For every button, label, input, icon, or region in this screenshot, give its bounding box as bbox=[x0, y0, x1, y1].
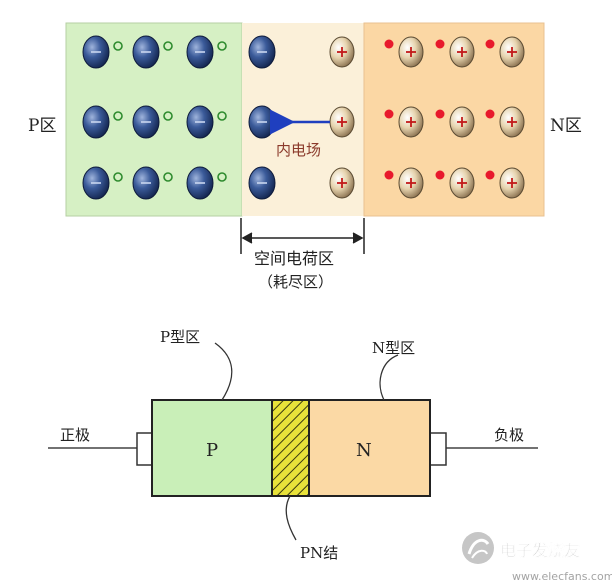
electron bbox=[384, 170, 394, 180]
top-diagram: 内电场 P区 N区 空间电荷区 （耗尽区） bbox=[28, 22, 582, 291]
electron bbox=[435, 170, 445, 180]
charge-particles bbox=[82, 35, 525, 200]
cathode-label: 负极 bbox=[494, 426, 524, 444]
pn-junction-label: PN结 bbox=[300, 544, 338, 562]
cathode-terminal-cap bbox=[429, 432, 447, 466]
hole bbox=[217, 172, 227, 182]
pn-junction-callout-line bbox=[285, 495, 297, 541]
electron bbox=[384, 39, 394, 49]
depletion-region-sublabel: （耗尽区） bbox=[258, 273, 333, 291]
hole bbox=[217, 111, 227, 121]
hole bbox=[217, 41, 227, 51]
p-region-label: P区 bbox=[28, 116, 56, 136]
electron bbox=[384, 109, 394, 119]
hole bbox=[113, 172, 123, 182]
p-type-callout-line bbox=[214, 342, 233, 401]
p-letter: P bbox=[206, 440, 218, 461]
hole bbox=[163, 41, 173, 51]
n-type-region-label: N型区 bbox=[372, 339, 415, 357]
anode-terminal-cap bbox=[136, 432, 154, 466]
watermark-text: 电子发烧友 bbox=[500, 541, 581, 560]
depletion-width-bracket bbox=[240, 218, 365, 254]
watermark: 电子发烧友 www.elecfans.com bbox=[462, 532, 612, 583]
hole bbox=[163, 111, 173, 121]
bottom-diagram: P N P型区 N型区 正极 负极 PN结 bbox=[48, 328, 538, 562]
space-charge-region-label: 空间电荷区 bbox=[254, 249, 334, 268]
hole bbox=[113, 41, 123, 51]
watermark-url: www.elecfans.com bbox=[512, 570, 612, 583]
hole bbox=[163, 172, 173, 182]
n-type-callout-line bbox=[379, 354, 399, 401]
electron bbox=[435, 109, 445, 119]
electron bbox=[435, 39, 445, 49]
hole bbox=[113, 111, 123, 121]
anode-label: 正极 bbox=[60, 426, 90, 444]
electron bbox=[485, 39, 495, 49]
n-type-body bbox=[308, 399, 431, 497]
n-region-label: N区 bbox=[550, 116, 582, 136]
inner-field-label: 内电场 bbox=[276, 141, 321, 159]
n-letter: N bbox=[356, 440, 372, 461]
pn-junction-band bbox=[271, 399, 310, 497]
p-type-body bbox=[151, 399, 273, 497]
watermark-logo-icon bbox=[462, 532, 494, 564]
p-type-region-label: P型区 bbox=[160, 328, 200, 346]
electron bbox=[485, 109, 495, 119]
electron bbox=[485, 170, 495, 180]
